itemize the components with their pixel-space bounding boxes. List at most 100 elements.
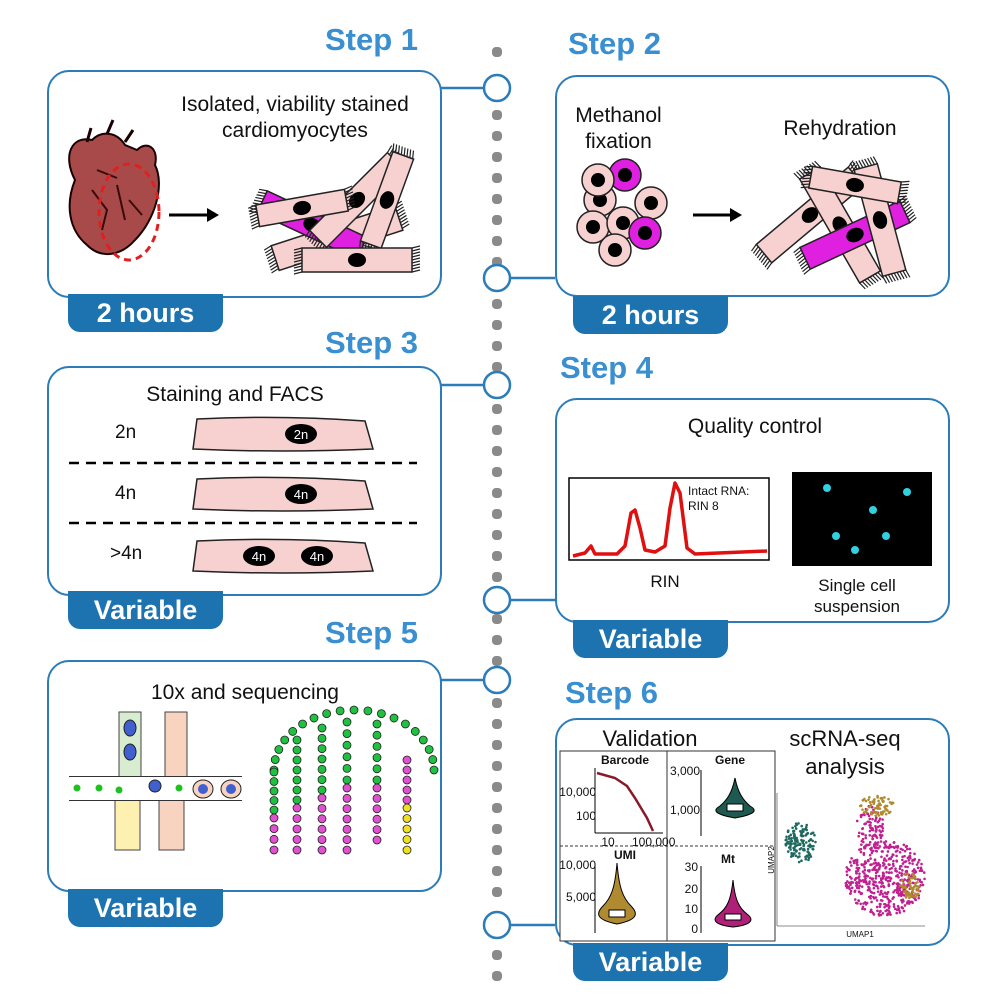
umap-point <box>910 900 914 904</box>
umap-point <box>869 890 873 894</box>
step6-title: Step 6 <box>565 675 659 710</box>
umap-point <box>799 846 803 850</box>
barcode-bead <box>372 804 382 814</box>
umap-point <box>849 883 852 887</box>
umap-point <box>906 883 909 887</box>
umap-point <box>922 871 926 874</box>
timeline-dot <box>492 530 502 540</box>
umap-point <box>847 881 851 885</box>
barcode-bead <box>274 745 284 754</box>
umap-point <box>881 861 885 865</box>
barcode-bead <box>342 775 352 785</box>
umap-point <box>899 894 903 898</box>
umap-point <box>898 884 902 887</box>
umap-point <box>891 853 895 856</box>
umap-point <box>901 901 904 904</box>
umap-point <box>895 854 898 858</box>
cardiomyocyte <box>293 245 421 275</box>
umap-point <box>916 866 920 870</box>
nucleus <box>348 253 366 267</box>
umap-point <box>861 832 865 836</box>
umap-point <box>907 859 911 862</box>
selection-ellipse <box>97 162 161 262</box>
umap-point <box>880 796 884 800</box>
umap-point <box>870 863 873 866</box>
umap-point <box>919 866 923 870</box>
umap-point <box>866 858 870 862</box>
umap-point <box>860 863 863 866</box>
umap-point <box>864 799 868 803</box>
umap-point <box>877 814 881 817</box>
umap-point <box>857 834 861 838</box>
barcode-bead <box>428 755 438 764</box>
umap-point <box>866 820 869 824</box>
umap-point <box>904 845 908 849</box>
umap-point <box>869 908 873 912</box>
umap-point <box>916 878 920 881</box>
step5-title: Step 5 <box>325 615 419 650</box>
umap-point <box>887 879 891 883</box>
umap-point <box>814 840 817 844</box>
barcode-bead <box>269 805 279 815</box>
single-cell <box>903 488 911 496</box>
cell-caption: Single cell suspension <box>813 576 900 617</box>
umap-point <box>850 857 853 860</box>
umap-point <box>898 909 901 912</box>
umap-point <box>874 814 877 817</box>
umap-point <box>805 854 809 858</box>
umap-point <box>873 846 877 849</box>
umap-point <box>888 843 892 847</box>
umap-point <box>874 818 877 821</box>
umi-plot-title: UMI <box>614 848 636 862</box>
umap-point <box>906 865 909 869</box>
step5-illustration <box>69 705 439 855</box>
umap-point <box>886 850 890 853</box>
umap-point <box>811 831 815 835</box>
barcode-bead <box>363 706 373 716</box>
umap-point <box>862 798 865 802</box>
umap-point <box>901 898 905 901</box>
umap-point <box>887 884 891 888</box>
barcode-bead <box>335 706 345 716</box>
timeline-dot <box>492 110 502 120</box>
umap-point <box>890 871 893 874</box>
umap-point <box>872 886 876 890</box>
nucleus <box>638 226 652 240</box>
umap-point <box>868 823 871 827</box>
umap-point <box>868 843 871 846</box>
barcode-bead <box>402 803 412 813</box>
umap-point <box>884 865 888 869</box>
umap-point <box>883 805 886 809</box>
umap-point <box>901 858 904 862</box>
umap-point <box>877 799 880 803</box>
umap-point <box>892 905 896 908</box>
umap-point <box>869 910 872 914</box>
umap-point <box>875 816 878 819</box>
barcode-bead <box>372 742 382 751</box>
umap-point <box>878 910 882 914</box>
umap-point <box>849 892 852 895</box>
umap-point <box>875 828 878 832</box>
umap-point <box>870 810 873 814</box>
umap-point <box>911 869 915 873</box>
gene-ytick: 1,000 <box>669 803 700 817</box>
umap-point <box>858 875 861 878</box>
umap-point <box>907 891 910 895</box>
timeline-node <box>482 910 512 940</box>
umap-point <box>884 859 888 862</box>
barcode-bead <box>401 719 410 729</box>
umap-point <box>908 847 912 851</box>
barcode-bead <box>317 723 327 733</box>
umap-point <box>888 867 892 871</box>
umap-point <box>871 828 875 832</box>
umap-point <box>876 825 880 829</box>
umap-point <box>794 854 798 858</box>
umap-point <box>802 848 805 852</box>
barcode-bead <box>402 795 412 805</box>
nucleus <box>872 211 888 229</box>
umap-point <box>905 869 909 873</box>
umap-point <box>917 889 921 892</box>
umap-point <box>812 844 815 848</box>
umap-point <box>874 841 877 844</box>
